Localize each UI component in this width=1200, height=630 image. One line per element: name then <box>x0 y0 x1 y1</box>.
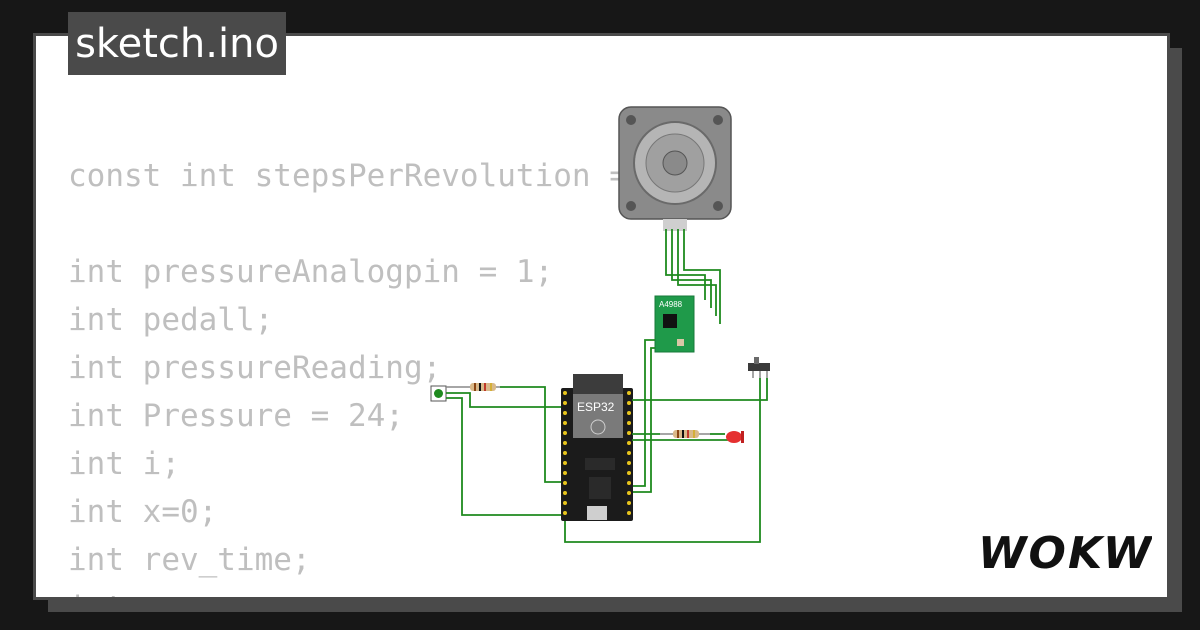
code-line: int pressureReading; <box>68 350 442 386</box>
resistor <box>660 430 710 438</box>
code-line: int x=0; <box>68 494 218 530</box>
push-button[interactable] <box>430 385 447 402</box>
stepper-motor[interactable] <box>618 106 732 231</box>
filename-tab[interactable]: sketch.ino <box>68 12 286 75</box>
a4988-driver[interactable]: A4988 <box>654 295 695 353</box>
esp32-label: ESP32 <box>577 400 615 414</box>
code-line: int Pressure = 24; <box>68 398 404 434</box>
driver-label: A4988 <box>659 300 683 309</box>
code-line: int pedall; <box>68 302 274 338</box>
code-line: const int stepsPerRevolution = <box>68 158 647 194</box>
red-led[interactable] <box>726 431 744 443</box>
code-line: int ...; <box>68 584 647 597</box>
code-line: int i; <box>68 446 180 482</box>
code-line: int rev_time; <box>68 542 311 578</box>
code-preview: const int stepsPerRevolution = int press… <box>68 152 647 597</box>
wokwi-logo-text: WOKWI <box>978 528 1152 576</box>
preview-card: const int stepsPerRevolution = int press… <box>33 33 1170 600</box>
wokwi-logo: WOKWI <box>978 528 1152 576</box>
code-line: int pressureAnalogpin = 1; <box>68 254 554 290</box>
slide-switch[interactable] <box>748 357 770 378</box>
esp32-board[interactable]: ESP32 <box>561 374 633 521</box>
resistor <box>446 383 500 391</box>
